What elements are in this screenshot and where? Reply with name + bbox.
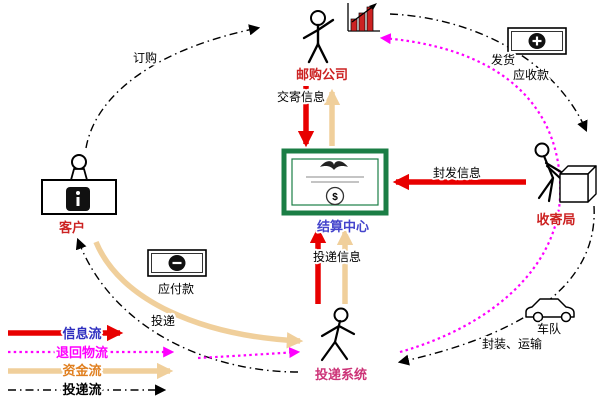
delivery-system-label: 投递系统	[315, 367, 367, 382]
receivable-banknote-icon	[507, 27, 567, 55]
accounts-receivable-label: 应收款	[513, 67, 549, 82]
mail-order-person-icon	[302, 10, 335, 64]
delivery-flow-customer-to-company	[85, 24, 261, 149]
legend-return-flow-label: 退回物流	[56, 345, 108, 360]
collection-bureau-label: 收寄局	[536, 212, 575, 227]
return-flow-customer-to-delivery	[197, 347, 301, 360]
legend-delivery-flow-label: 投递流	[62, 382, 101, 397]
accounts-payable-label: 应付款	[158, 281, 194, 296]
payable-banknote-icon	[147, 249, 207, 277]
fleet-label: 车队	[537, 321, 561, 336]
growth-chart-icon	[347, 3, 380, 32]
order-label: 订购	[133, 50, 157, 65]
delivery-info-label: 投递信息	[313, 249, 361, 264]
packing-transport-label: 封装、运输	[482, 336, 542, 351]
delivery-label: 投递	[151, 313, 175, 328]
dispatch-info-label: 封发信息	[433, 165, 481, 180]
legend-info-flow-label: 信息流	[62, 326, 101, 341]
legend-capital-flow-label: 资金流	[62, 363, 101, 378]
car-icon	[525, 298, 575, 323]
parcel-box-icon	[559, 165, 597, 203]
settlement-certificate-icon: $	[281, 148, 389, 216]
information-flow-arrows	[297, 86, 526, 304]
return-flow-curves	[197, 33, 562, 360]
customer-icon	[41, 154, 117, 215]
posting-info-label: 交寄信息	[277, 89, 325, 104]
delivery-person-icon	[320, 307, 356, 362]
delivery-flow-delivery-to-customer	[75, 237, 299, 373]
legend: 信息流 退回物流 资金流 投递流	[8, 324, 175, 399]
capital-flow-arrows	[93, 88, 354, 349]
customer-label: 客户	[59, 220, 85, 235]
mail-order-company-label: 邮购公司	[296, 67, 348, 82]
capital-customer-to-delivery	[93, 240, 304, 349]
settlement-center-label: 结算中心	[317, 219, 369, 234]
dollar-sign: $	[332, 192, 338, 203]
eagle-icon	[320, 161, 348, 170]
ship-goods-label: 发货	[491, 52, 515, 67]
collection-bureau-person-icon	[534, 142, 563, 203]
